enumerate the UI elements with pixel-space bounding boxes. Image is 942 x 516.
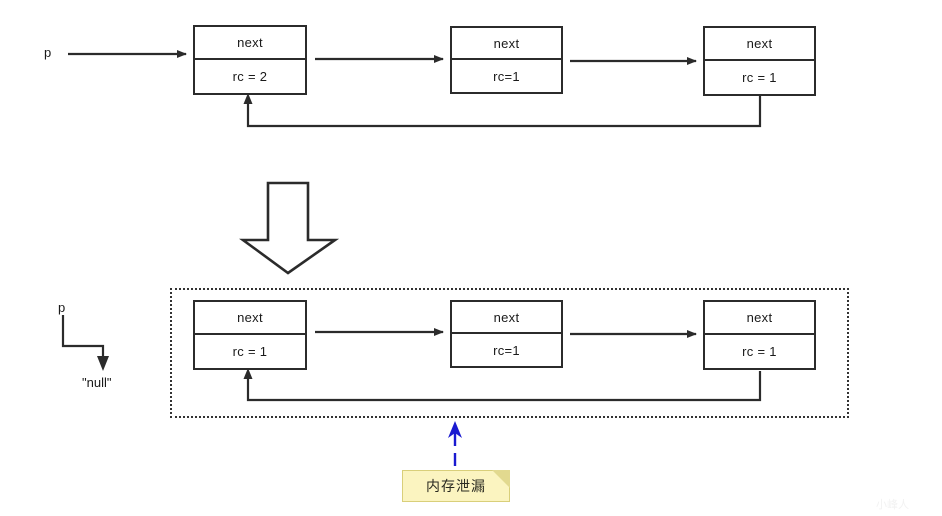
bottom-pointer-label: p [58, 300, 66, 315]
big-down-arrow [239, 181, 340, 275]
leak-annotation-arrow [448, 421, 462, 466]
bottom-node-3-next: next [705, 302, 814, 335]
null-label: "null" [82, 375, 112, 390]
top-node-2[interactable]: next rc=1 [450, 26, 563, 94]
bottom-node-2[interactable]: next rc=1 [450, 300, 563, 368]
top-node-1-next: next [195, 27, 305, 60]
bottom-pointer-null-arrow [61, 315, 109, 371]
top-node-3[interactable]: next rc = 1 [703, 26, 816, 96]
top-pointer-label: p [44, 45, 52, 60]
top-node-2-next: next [452, 28, 561, 60]
top-node-3-next: next [705, 28, 814, 61]
note-fold-corner-icon [492, 470, 510, 488]
top-node-1[interactable]: next rc = 2 [193, 25, 307, 95]
memory-leak-note[interactable]: 内存泄漏 [402, 470, 510, 502]
top-node-2-rc: rc=1 [493, 68, 520, 84]
bottom-node-3-rc: rc = 1 [742, 344, 777, 359]
bottom-node-1[interactable]: next rc = 1 [193, 300, 307, 370]
top-node-1-rc: rc = 2 [232, 69, 268, 84]
bottom-node-2-next: next [452, 302, 561, 334]
bottom-node-2-rc: rc=1 [493, 342, 520, 358]
memory-leak-note-text: 内存泄漏 [426, 478, 486, 494]
bottom-node-3[interactable]: next rc = 1 [703, 300, 816, 370]
top-cycle-arrow [243, 93, 762, 128]
memory-leak-region [170, 288, 849, 418]
top-node-3-rc: rc = 1 [742, 70, 777, 85]
bottom-node-1-rc: rc = 1 [232, 344, 268, 359]
bottom-node-1-next: next [195, 302, 305, 335]
watermark: 小峰人 [876, 499, 909, 511]
